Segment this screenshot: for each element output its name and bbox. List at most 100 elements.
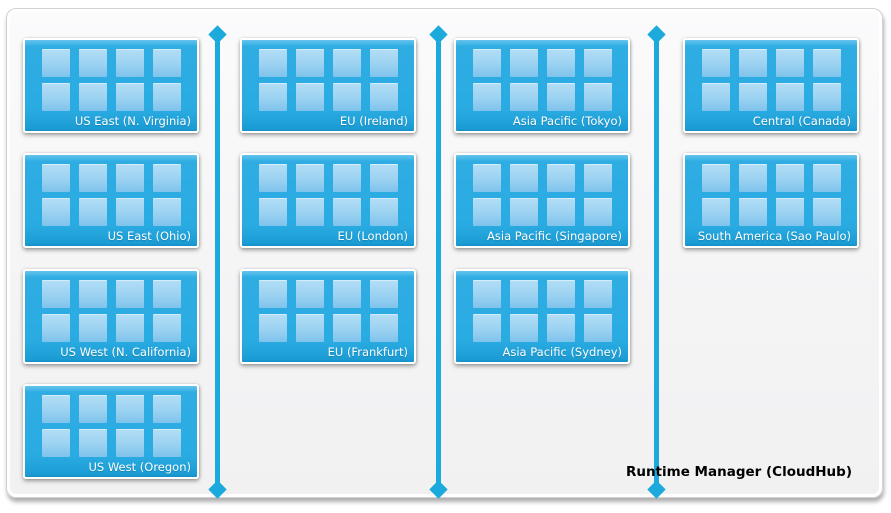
server-cell — [333, 83, 361, 111]
server-cell — [116, 198, 144, 226]
server-cell — [510, 164, 538, 192]
server-cell — [510, 83, 538, 111]
server-cell — [333, 280, 361, 308]
server-cell — [116, 164, 144, 192]
region-label: US East (N. Virginia) — [74, 114, 191, 128]
server-cell — [79, 49, 107, 77]
region-box: Asia Pacific (Sydney) — [454, 269, 630, 364]
server-cell-grid — [473, 49, 612, 111]
diamond-endpoint-icon — [429, 25, 448, 44]
server-cell — [776, 49, 804, 77]
diamond-endpoint-icon — [208, 480, 227, 499]
runtime-manager-title: Runtime Manager (CloudHub) — [625, 464, 852, 480]
server-cell — [510, 198, 538, 226]
server-cell — [813, 164, 841, 192]
server-cell — [79, 198, 107, 226]
server-cell-grid — [42, 395, 181, 457]
region-box: US West (N. California) — [23, 269, 199, 364]
region-label: US East (Ohio) — [107, 229, 191, 243]
server-cell — [547, 198, 575, 226]
region-label: US West (N. California) — [60, 345, 191, 359]
region-box: Central (Canada) — [683, 38, 859, 133]
server-cell — [739, 198, 767, 226]
server-cell — [473, 280, 501, 308]
server-cell-grid — [702, 49, 841, 111]
server-cell — [296, 49, 324, 77]
server-cell — [584, 198, 612, 226]
server-cell — [153, 49, 181, 77]
server-cell — [259, 164, 287, 192]
cloudhub-panel: US East (N. Virginia) US East (Ohio) US We… — [6, 8, 883, 499]
diamond-endpoint-icon — [208, 25, 227, 44]
server-cell-grid — [42, 280, 181, 342]
server-cell — [547, 83, 575, 111]
region-box: US East (N. Virginia) — [23, 38, 199, 133]
region-label: Asia Pacific (Tokyo) — [512, 114, 622, 128]
server-cell — [584, 49, 612, 77]
server-cell — [473, 198, 501, 226]
server-cell — [116, 280, 144, 308]
region-box: South America (Sao Paulo) — [683, 153, 859, 248]
server-cell — [116, 314, 144, 342]
server-cell — [153, 395, 181, 423]
server-cell — [333, 49, 361, 77]
region-box: EU (Ireland) — [240, 38, 416, 133]
server-cell — [370, 164, 398, 192]
server-cell — [42, 164, 70, 192]
server-cell — [153, 198, 181, 226]
server-cell — [42, 83, 70, 111]
server-cell — [42, 429, 70, 457]
server-cell — [79, 314, 107, 342]
server-cell — [153, 83, 181, 111]
server-cell — [296, 83, 324, 111]
region-box: EU (London) — [240, 153, 416, 248]
server-cell — [547, 314, 575, 342]
region-label: Asia Pacific (Singapore) — [487, 229, 622, 243]
server-cell — [584, 280, 612, 308]
region-label: EU (Ireland) — [339, 114, 408, 128]
server-cell — [776, 198, 804, 226]
server-cell — [296, 164, 324, 192]
connector-line — [208, 25, 227, 499]
connector-line — [647, 25, 666, 499]
diamond-endpoint-icon — [647, 480, 666, 499]
region-label: EU (London) — [337, 229, 408, 243]
server-cell — [702, 49, 730, 77]
server-cell — [153, 429, 181, 457]
server-cell — [153, 314, 181, 342]
server-cell — [259, 314, 287, 342]
server-cell — [370, 49, 398, 77]
server-cell — [79, 164, 107, 192]
region-box: Asia Pacific (Singapore) — [454, 153, 630, 248]
server-cell — [116, 429, 144, 457]
server-cell — [702, 164, 730, 192]
server-cell — [79, 395, 107, 423]
server-cell-grid — [473, 280, 612, 342]
region-label: EU (Frankfurt) — [327, 345, 408, 359]
server-cell — [259, 198, 287, 226]
region-box: Asia Pacific (Tokyo) — [454, 38, 630, 133]
server-cell — [259, 49, 287, 77]
server-cell — [259, 280, 287, 308]
region-label: Asia Pacific (Sydney) — [502, 345, 622, 359]
server-cell — [813, 49, 841, 77]
region-box: US West (Oregon) — [23, 384, 199, 479]
server-cell — [333, 198, 361, 226]
server-cell — [510, 49, 538, 77]
region-label: Central (Canada) — [752, 114, 851, 128]
server-cell — [584, 314, 612, 342]
server-cell-grid — [42, 49, 181, 111]
server-cell — [79, 83, 107, 111]
region-box: EU (Frankfurt) — [240, 269, 416, 364]
server-cell-grid — [259, 280, 398, 342]
server-cell — [370, 198, 398, 226]
server-cell — [510, 280, 538, 308]
server-cell — [153, 280, 181, 308]
server-cell — [584, 83, 612, 111]
server-cell — [333, 164, 361, 192]
server-cell — [153, 164, 181, 192]
server-cell — [79, 429, 107, 457]
server-cell — [116, 83, 144, 111]
server-cell — [739, 164, 767, 192]
